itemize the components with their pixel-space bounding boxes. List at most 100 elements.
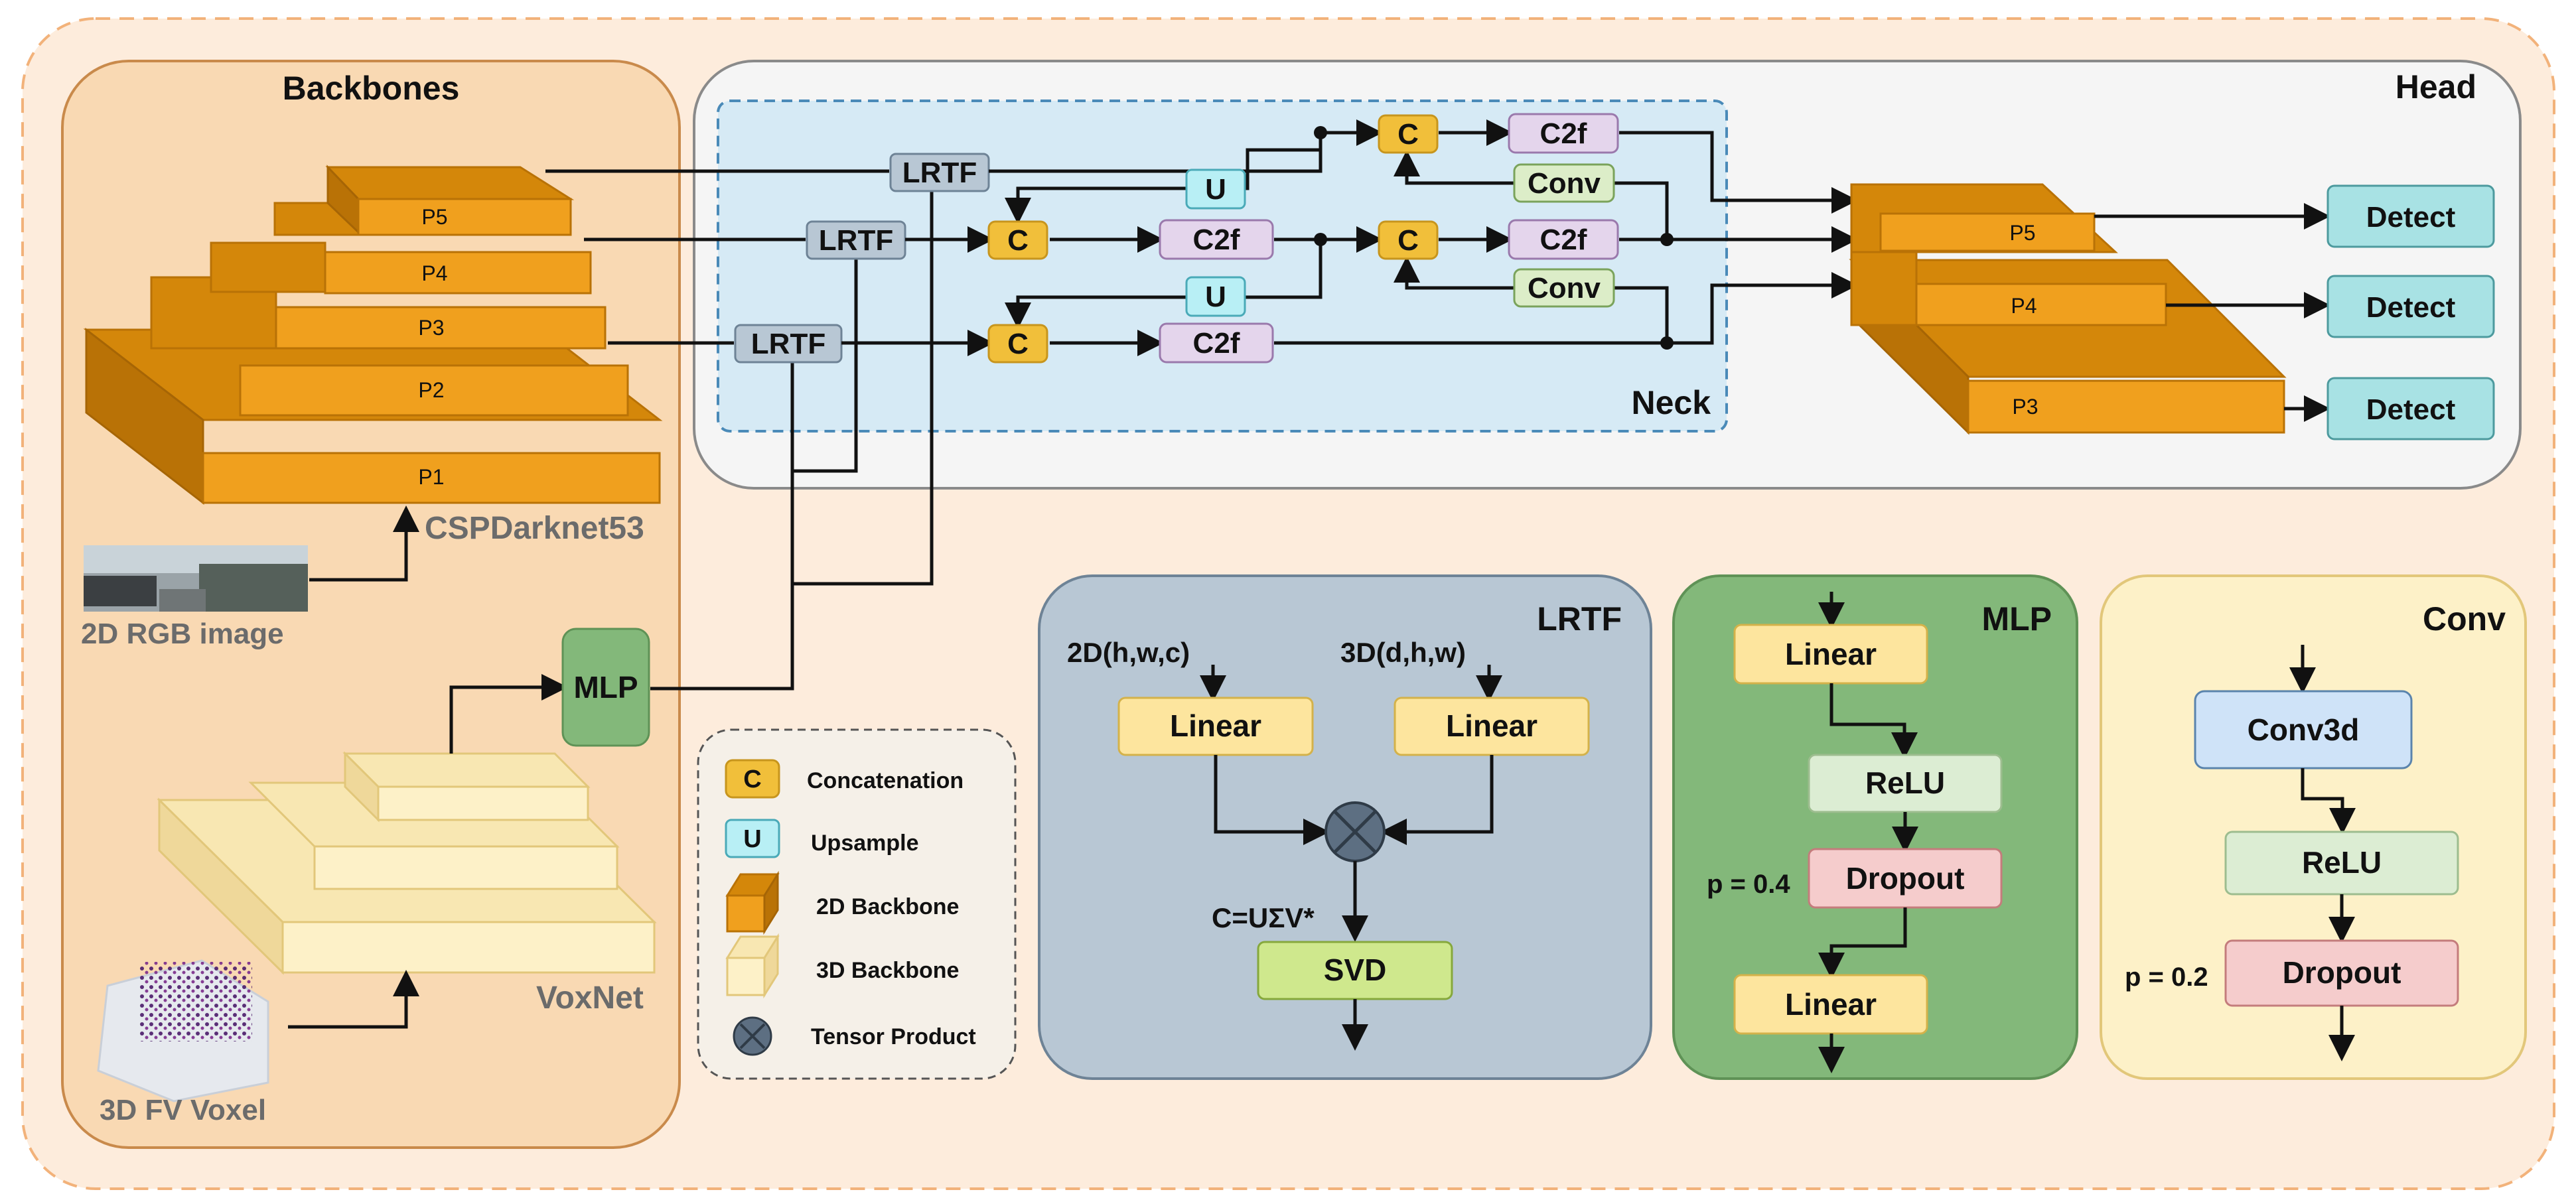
lrtf-input-2d: 2D(h,w,c) [1067,637,1190,668]
pyramid-p4-label: P4 [421,261,447,285]
mlp-dropout-label: Dropout [1846,861,1965,896]
lrtf-label: LRTF [819,224,893,257]
legend-concat-label: Concatenation [807,768,964,793]
conv3d-label: Conv3d [2248,712,2360,747]
legend-3d-backbone-label: 3D Backbone [816,958,959,983]
conv-panel-title: Conv [2423,600,2506,637]
concat-label: C [1007,224,1029,257]
conv-dropout-label: Dropout [2283,955,2401,990]
detect-node-p3: Detect [2326,377,2495,440]
neck-arrow [1005,148,1321,224]
lrtf-panel: LRTF 2D(h,w,c) 3D(d,h,w) Linear Linear C… [1038,574,1652,1080]
mlp-panel-title: MLP [1981,600,2052,637]
c2f-node: C2f [1159,322,1274,364]
lrtf-node-p4: LRTF [806,220,906,260]
legend-3d-backbone-swatch [725,933,780,999]
mlp-linear-label: Linear [1785,987,1877,1022]
pyramid-p3-label: P3 [418,316,444,340]
neck-arrow [1667,272,1858,345]
junction-dot [1314,233,1327,246]
detect-label: Detect [2366,291,2456,324]
lrtf-node-p3: LRTF [734,324,843,364]
neck-arrow [1394,256,1520,290]
output-p3-label: P3 [2012,395,2038,419]
neck-title: Neck [1631,384,1711,421]
voxel-to-backbone-arrow [288,970,419,1029]
concat-node: C [987,220,1048,260]
conv-dropout-p: p = 0.2 [2125,963,2208,992]
lrtf-svd-label: SVD [1324,953,1387,987]
detect-label: Detect [2366,393,2456,426]
legend-tensor-product-swatch [733,1016,772,1056]
legend-upsample-swatch [725,819,780,858]
concat-node: C [1378,220,1439,260]
pyramid-p2-label: P2 [418,378,444,402]
mlp-arrow [1829,683,1918,759]
mlp-linear-label: Linear [1785,637,1877,671]
c2f-label: C2f [1193,327,1240,360]
lrtf-panel-title: LRTF [1537,600,1622,637]
neck-arrow [1394,150,1520,185]
conv-panel: Conv Conv3d ReLU p = 0.2 Dropout [2100,574,2527,1080]
c2f-label: C2f [1540,224,1587,256]
conv-label: Conv [1528,167,1601,200]
voxnet-label: VoxNet [536,980,644,1016]
backbones-title: Backbones [283,70,460,107]
lrtf-linear-label: Linear [1170,708,1261,743]
conv-arrow [2301,768,2356,835]
legend-tensor-product-label: Tensor Product [811,1024,976,1049]
rgb-image [84,545,308,612]
legend-concat-symbol: C [743,766,761,793]
legend-2d-backbone-label: 2D Backbone [816,894,959,919]
lrtf-node-p5: LRTF [889,153,990,192]
mlp-arrow [1818,907,1907,979]
detect-node-p4: Detect [2326,275,2495,338]
cspdarknet-label: CSPDarknet53 [425,511,644,546]
neck-arrow [1619,131,1858,214]
lrtf-linear-label: Linear [1446,708,1538,743]
c2f-node: C2f [1159,219,1274,260]
output-pyramid: P3 P4 P5 [1849,183,2287,435]
legend-upsample-label: Upsample [811,831,919,856]
legend-upsample-symbol: U [743,825,761,853]
pyramid-p1-label: P1 [418,465,444,489]
c2f-label: C2f [1193,224,1240,256]
rgb-to-backbone-arrow [309,505,419,582]
voxnet-to-mlp-arrow [449,674,568,754]
rgb-caption: 2D RGB image [81,618,284,650]
fusion-line-p4 [792,257,858,473]
mlp-dropout-p: p = 0.4 [1707,870,1790,899]
lrtf-label: LRTF [751,328,825,360]
voxel-caption: 3D FV Voxel [100,1094,266,1126]
head-title: Head [2396,68,2476,105]
pyramid-p5-label: P5 [421,205,447,229]
conv-node: Conv [1513,163,1615,203]
junction-dot [1660,233,1674,246]
tensor-product-icon [1324,801,1386,862]
legend-2d-backbone-swatch [725,870,780,935]
output-p5-label: P5 [2009,221,2035,245]
upsample-label: U [1205,173,1226,206]
mlp-relu-label: ReLU [1865,766,1945,800]
upsample-label: U [1205,281,1226,313]
lrtf-arrow [1380,755,1494,845]
c2f-node: C2f [1508,219,1619,260]
c2f-node: C2f [1508,113,1619,154]
mlp-panel: MLP Linear ReLU p = 0.4 Dropout Linear [1672,574,2078,1080]
legend: C Concatenation U Upsample 2D Backbone 3… [697,728,1017,1080]
concat-node: C [987,324,1048,364]
lrtf-formula: C=UΣV* [1212,902,1315,933]
concat-node: C [1378,114,1439,154]
output-p4-label: P4 [2011,294,2037,318]
upsample-node: U [1185,168,1246,210]
legend-concat-swatch [725,759,780,799]
conv-node: Conv [1513,268,1615,308]
detect-node-p5: Detect [2326,184,2495,248]
mlp-block-label: MLP [573,670,638,704]
upsample-node: U [1185,276,1246,317]
conv-relu-label: ReLU [2302,845,2382,880]
neck-line [1609,286,1669,343]
lrtf-label: LRTF [902,157,977,189]
concat-label: C [1397,224,1419,257]
